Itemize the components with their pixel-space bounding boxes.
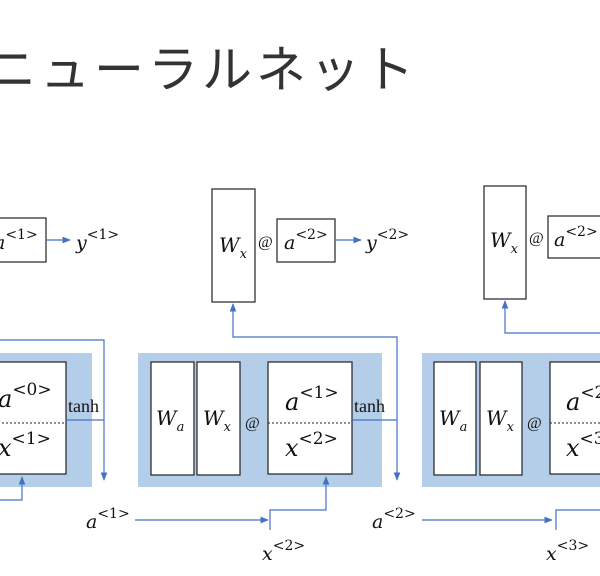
cell3-output-at: @ bbox=[529, 230, 544, 247]
cell2-tanh-label: tanh bbox=[354, 396, 385, 416]
cell1-tanh-label: tanh bbox=[68, 396, 99, 416]
cell3-a2-label: a<2 bbox=[566, 383, 600, 416]
a2-output-box bbox=[276, 218, 336, 263]
cell3-a-output-box bbox=[547, 215, 600, 259]
y1-label: y<1> bbox=[75, 227, 119, 254]
cell3-a-output-label: a<2> bbox=[554, 224, 598, 251]
cell2-wa-label: Wa bbox=[156, 406, 184, 435]
cell2-wx-output-box bbox=[211, 188, 256, 303]
a2-output-label: a<2> bbox=[284, 227, 328, 254]
cell3-at: @ bbox=[527, 415, 542, 432]
a1-out-label: a<1> bbox=[86, 506, 130, 533]
cell2-x-input-arrow bbox=[269, 476, 330, 530]
cell2-output-at: @ bbox=[258, 234, 273, 251]
rnn-cell-1: a<1> y<1> a<0> x<1> tanh a<1> bbox=[0, 217, 130, 533]
cell1-up-to-y1-arrow bbox=[0, 339, 105, 420]
cell3-x3-label: x<3 bbox=[566, 429, 600, 462]
cell2-tanh-to-a2-arrow bbox=[352, 419, 401, 481]
rnn-cell-2: Wx @ a<2> y<2> Wa Wx @ a<1> x<2> tanh x<… bbox=[135, 188, 416, 565]
cell1-stack-box bbox=[0, 361, 67, 475]
cell3-wa-box bbox=[433, 361, 477, 476]
cell3-wx-output-label: Wx bbox=[490, 228, 519, 257]
cell2-wx-label: Wx bbox=[203, 406, 232, 435]
cell3-wa-label: Wa bbox=[439, 406, 467, 435]
cell1-x-input-arrow bbox=[0, 476, 26, 501]
page-title: ニューラルネット bbox=[0, 41, 418, 99]
cell3-wx-output-box bbox=[483, 185, 527, 300]
x2-label: x<2> bbox=[262, 538, 305, 565]
cell3-wx-label: Wx bbox=[486, 406, 515, 435]
cell2-wx-output-label: Wx bbox=[219, 233, 248, 262]
rnn-cell-3: Wx @ a<2> Wa Wx @ a<2 x<3 x<3> bbox=[422, 185, 600, 565]
cell3-x-input-arrow bbox=[555, 509, 600, 530]
cell2-x2-label: x<2> bbox=[285, 429, 338, 462]
cell2-a1-label: a<1> bbox=[285, 383, 339, 416]
cell2-wa-box bbox=[150, 361, 195, 476]
x3-label: x<3> bbox=[546, 538, 589, 565]
cell1-x1-label: x<1> bbox=[0, 429, 51, 462]
a1-output-label: a<1> bbox=[0, 227, 38, 254]
cell2-up-to-wx-arrow bbox=[229, 303, 398, 420]
a1-output-box bbox=[0, 217, 47, 263]
cell2-at: @ bbox=[245, 415, 260, 432]
cell3-wx-box bbox=[479, 361, 523, 476]
cell2-wx-box bbox=[196, 361, 241, 476]
cell3-up-to-wx-arrow bbox=[501, 300, 600, 334]
y2-label: y<2> bbox=[365, 227, 409, 254]
cell1-a0-label: a<0> bbox=[0, 380, 52, 413]
cell2-stack-box bbox=[267, 361, 353, 475]
cell3-stack-box bbox=[549, 361, 600, 475]
a2-out-label: a<2> bbox=[372, 506, 416, 533]
